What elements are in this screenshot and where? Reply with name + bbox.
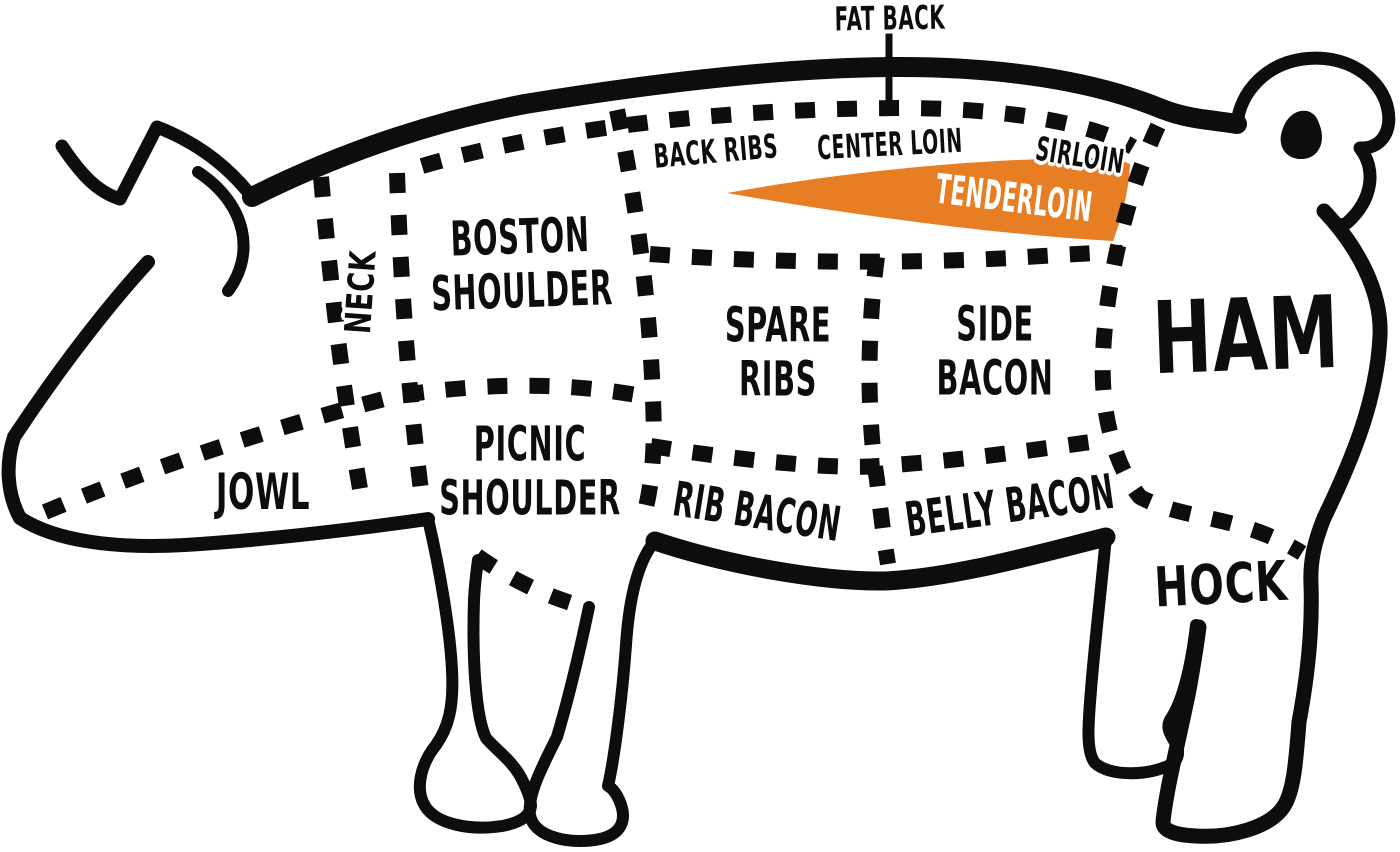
divider-fat-back: [419, 100, 1138, 174]
label-jowl: JOWL: [215, 463, 311, 521]
divider-loin-bottom: [649, 244, 1123, 270]
pig-ear-inner-fold: [192, 166, 250, 297]
pig-tail-inner-curl: [1280, 110, 1322, 159]
divider-picnic-foreleg-arc: [472, 549, 591, 616]
divider-shoulder-rear: [609, 108, 662, 518]
label-boston-shoulder: BOSTON SHOULDER: [428, 206, 614, 323]
pig-head-snout-jaw-outline: [1, 255, 435, 553]
divider-neck-front: [313, 176, 370, 502]
label-side-bacon-line1: SIDE: [956, 296, 1034, 353]
label-ham: HAM: [1150, 273, 1342, 398]
label-center-loin: CENTER LOIN: [816, 120, 964, 168]
tenderloin-region-shape: [727, 157, 1130, 241]
label-fat-back: FAT BACK: [834, 0, 946, 39]
pig-back-outline: [242, 57, 1247, 207]
pig-front-near-leg: [523, 535, 661, 848]
pig-ear-outline: [55, 120, 259, 206]
divider-ham-hock: [1094, 122, 1307, 560]
label-spare-ribs-line2: RIBS: [739, 351, 817, 407]
label-boston-shoulder-line1: BOSTON: [449, 206, 591, 268]
label-picnic-shoulder-line2: SHOULDER: [439, 470, 621, 526]
label-picnic-shoulder: PICNIC SHOULDER: [439, 416, 621, 526]
divider-belly-horizontal: [649, 433, 1100, 475]
label-hock: HOCK: [1152, 548, 1290, 620]
label-boston-shoulder-line2: SHOULDER: [430, 259, 614, 323]
pig-front-far-leg: [413, 513, 537, 834]
label-spare-ribs-line1: SPARE: [724, 297, 832, 354]
label-side-bacon-line2: BACON: [936, 350, 1054, 406]
divider-neck-rear: [389, 172, 431, 508]
divider-ribs-bacon-vertical: [861, 255, 896, 566]
pig-tail-curl: [1230, 51, 1396, 232]
pig-hind-far-leg: [1082, 531, 1202, 780]
pig-belly-outline: [645, 527, 1116, 591]
pig-rump-hind-near-leg: [1155, 203, 1388, 844]
label-picnic-shoulder-line1: PICNIC: [473, 416, 587, 473]
label-side-bacon: SIDE BACON: [936, 296, 1054, 406]
label-spare-ribs: SPARE RIBS: [724, 297, 832, 407]
label-neck: NECK: [337, 248, 385, 336]
